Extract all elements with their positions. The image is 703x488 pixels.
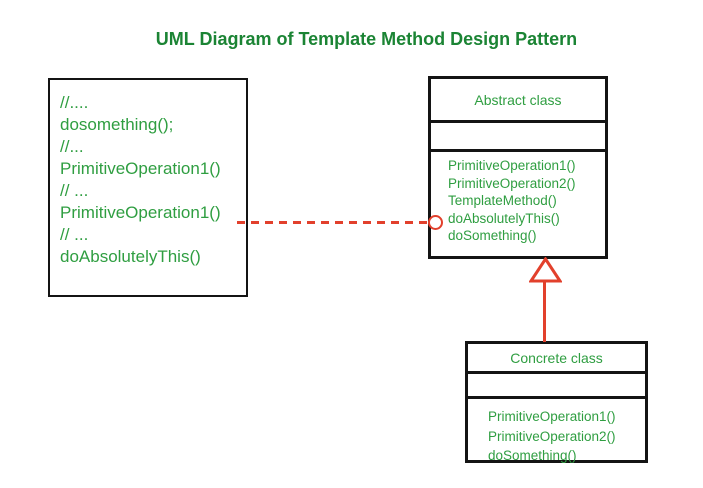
concrete-class-attributes-compartment — [468, 374, 645, 399]
method-line: TemplateMethod() — [448, 193, 557, 209]
code-line: PrimitiveOperation1() — [60, 203, 221, 222]
code-line: doAbsolutelyThis() — [60, 247, 201, 266]
dependency-dashed-line — [237, 221, 430, 224]
method-line: doSomething() — [488, 448, 577, 463]
code-line: // ... — [60, 181, 89, 200]
method-line: doAbsolutelyThis() — [448, 210, 560, 226]
method-line: doSomething() — [448, 228, 537, 244]
inheritance-line — [543, 281, 546, 342]
concrete-class-box: Concrete class PrimitiveOperation1() Pri… — [465, 341, 648, 463]
code-line: // ... — [60, 225, 89, 244]
abstract-class-name: Abstract class — [431, 79, 605, 123]
concrete-class-name: Concrete class — [468, 344, 645, 374]
code-line: dosomething(); — [60, 115, 174, 134]
concrete-class-methods-compartment: PrimitiveOperation1() PrimitiveOperation… — [468, 399, 645, 466]
abstract-class-box: Abstract class PrimitiveOperation1() Pri… — [428, 76, 608, 259]
code-line: PrimitiveOperation1() — [60, 159, 221, 178]
inheritance-triangle-icon — [529, 257, 562, 283]
code-line: //... — [60, 137, 84, 156]
abstract-class-methods-compartment: PrimitiveOperation1() PrimitiveOperation… — [431, 152, 605, 245]
method-line: PrimitiveOperation1() — [448, 158, 576, 173]
client-code-box: //.... dosomething(); //... PrimitiveOpe… — [48, 78, 248, 297]
connector-circle-icon — [428, 215, 443, 230]
abstract-class-attributes-compartment — [431, 123, 605, 152]
method-line: PrimitiveOperation2() — [448, 175, 576, 191]
method-line: PrimitiveOperation2() — [488, 428, 616, 444]
code-line: //.... — [60, 93, 89, 112]
diagram-title: UML Diagram of Template Method Design Pa… — [155, 29, 578, 49]
method-line: PrimitiveOperation1() — [488, 409, 616, 424]
